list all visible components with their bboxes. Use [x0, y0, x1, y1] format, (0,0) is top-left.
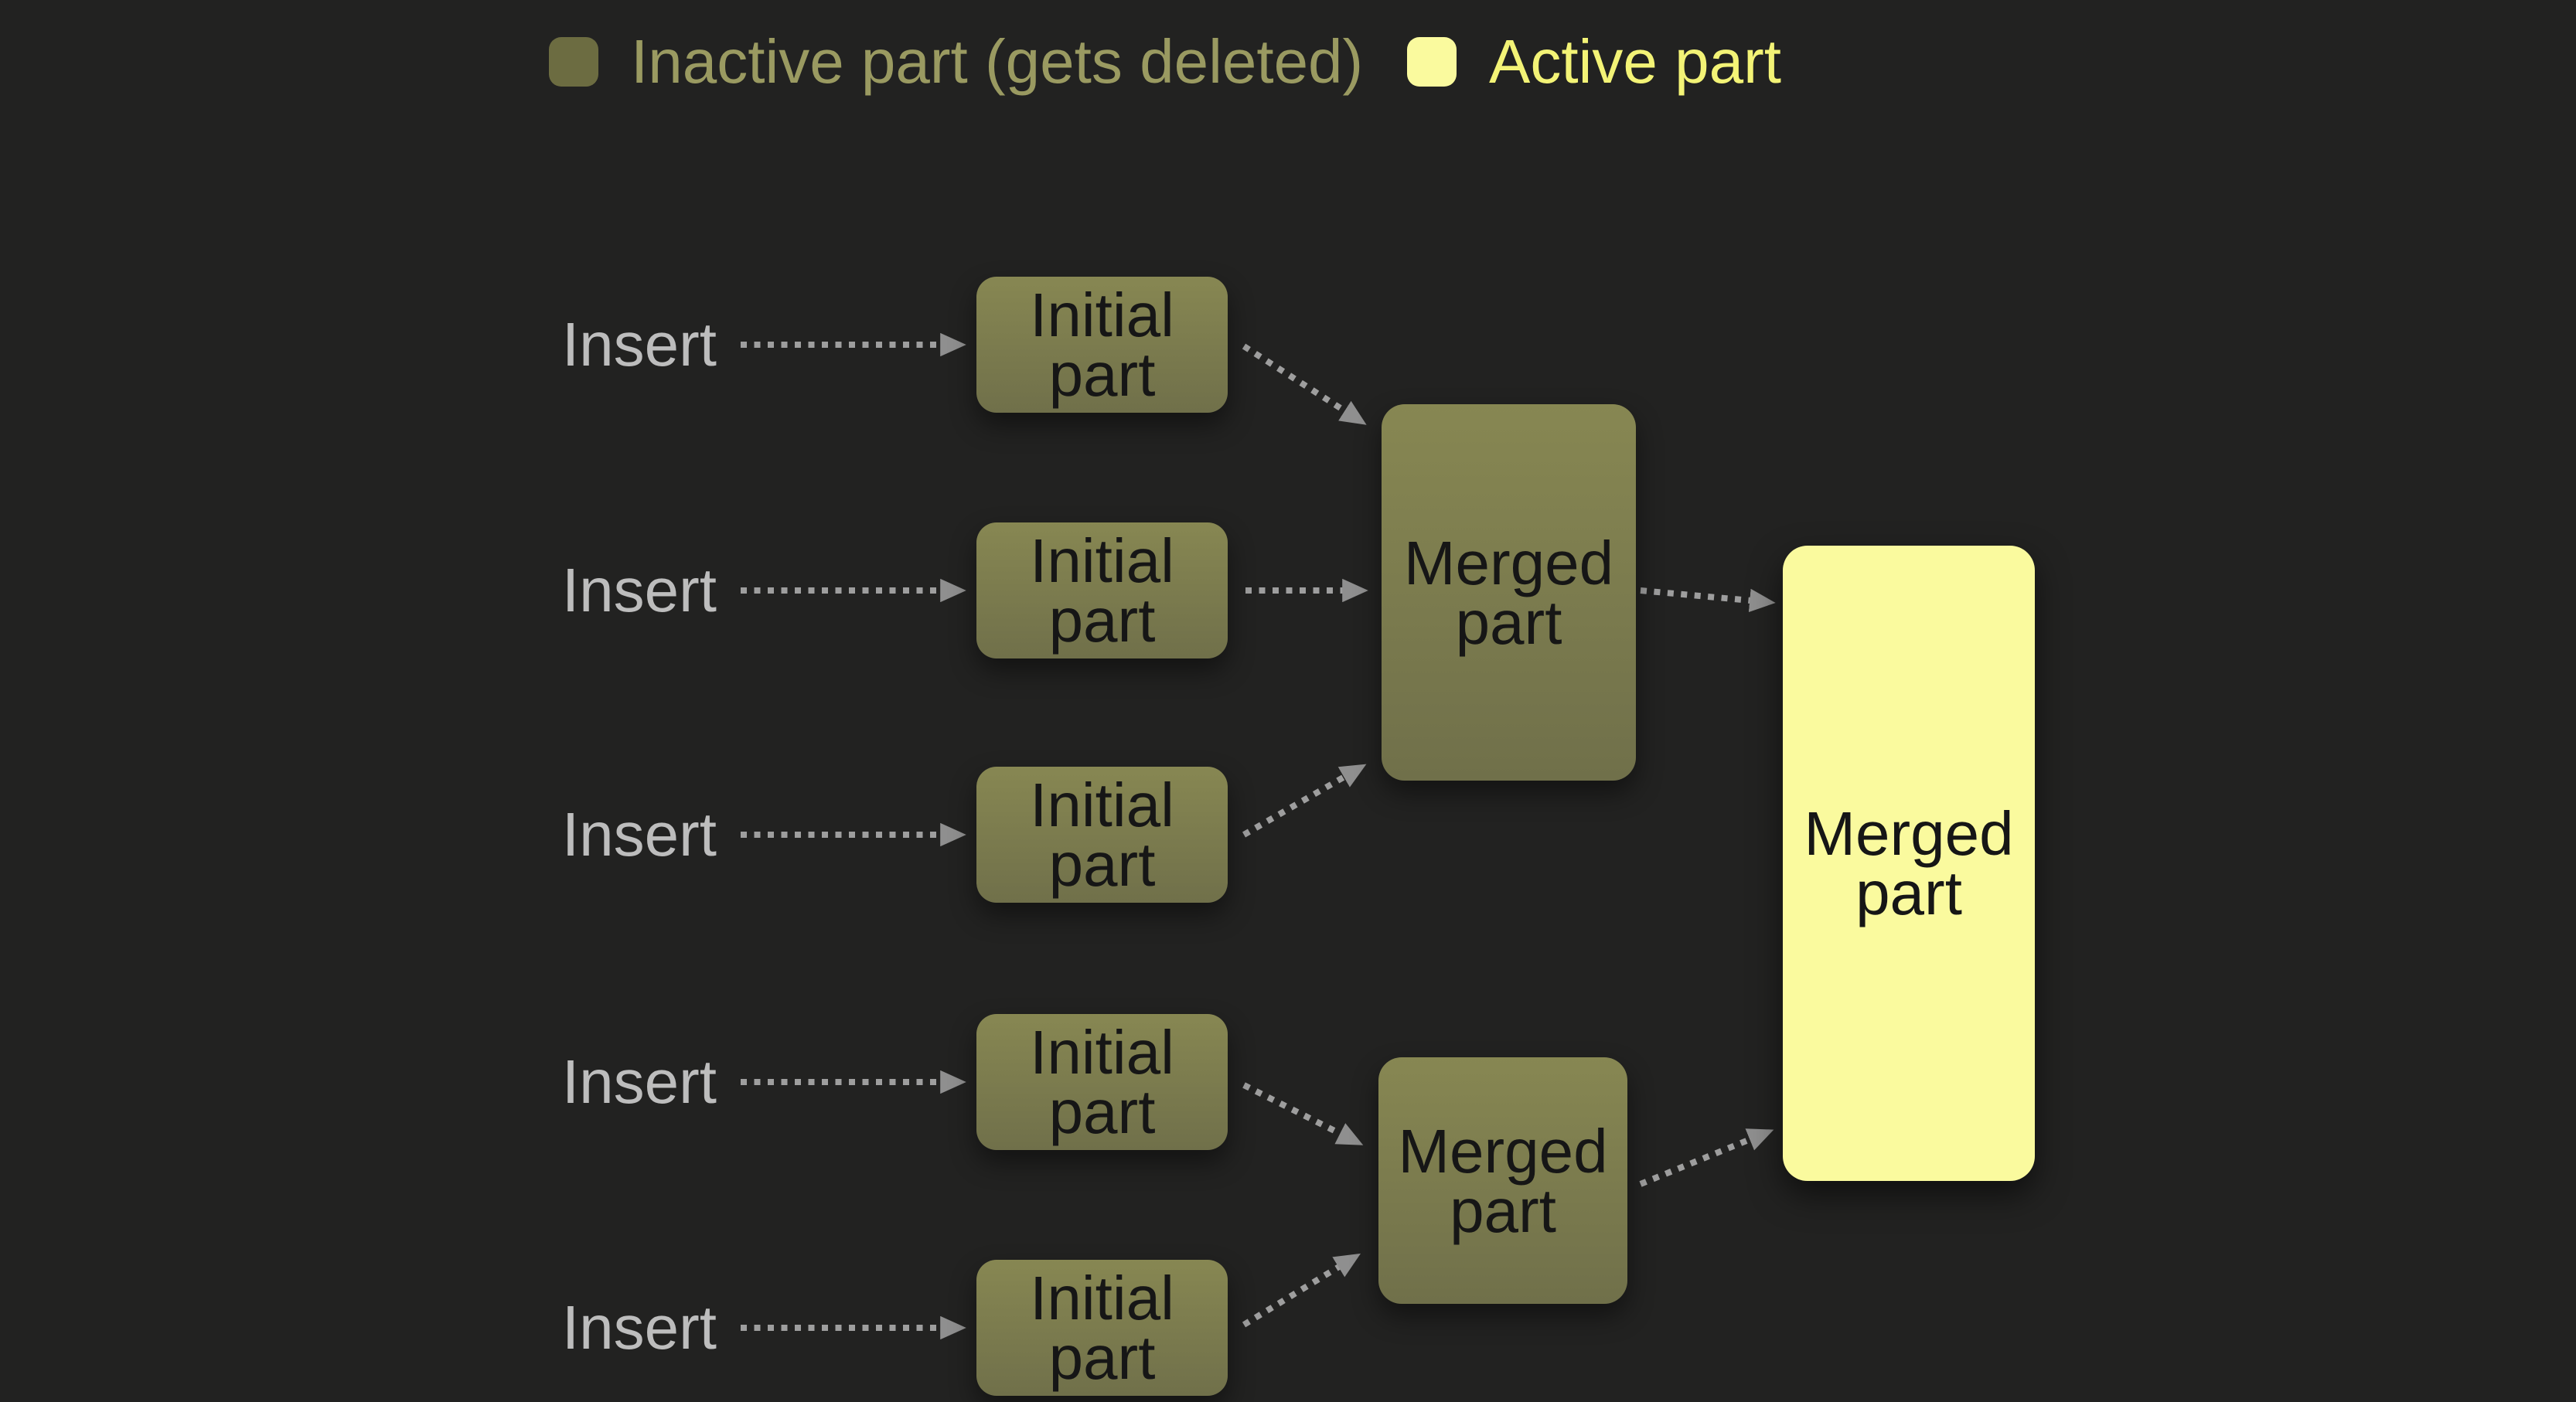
initial-part-node-1: Initial part: [976, 277, 1228, 413]
legend-item-active: Active part: [1407, 27, 1781, 96]
merged-part-node-2: Merged part: [1378, 1057, 1627, 1304]
insert-label-3: Insert: [561, 800, 717, 869]
legend-item-inactive: Inactive part (gets deleted): [549, 27, 1364, 96]
insert-label-4: Insert: [561, 1047, 717, 1116]
initial-part-node-4: Initial part: [976, 1014, 1228, 1150]
insert-label-1: Insert: [561, 310, 717, 379]
initial-part-node-3: Initial part: [976, 767, 1228, 903]
arrow-merged-1-to-final: [1640, 587, 1776, 613]
active-swatch-icon: [1407, 37, 1457, 87]
arrow-initial-3-to-merged-1: [1242, 764, 1367, 838]
inactive-swatch-icon: [549, 37, 598, 87]
merged-part-node-1: Merged part: [1382, 404, 1636, 781]
arrow-merged-2-to-final: [1639, 1128, 1774, 1187]
arrow-initial-1-to-merged-1: [1242, 343, 1367, 425]
final-merged-part-node: Merged part: [1783, 546, 2035, 1181]
initial-part-node-5: Initial part: [976, 1260, 1228, 1396]
initial-part-node-2: Initial part: [976, 522, 1228, 658]
inactive-legend-label: Inactive part (gets deleted): [631, 27, 1364, 96]
active-legend-label: Active part: [1489, 27, 1781, 96]
insert-label-5: Insert: [561, 1293, 717, 1362]
insert-label-2: Insert: [561, 556, 717, 624]
arrow-initial-5-to-merged-2: [1242, 1253, 1361, 1328]
arrow-initial-4-to-merged-2: [1242, 1082, 1364, 1145]
